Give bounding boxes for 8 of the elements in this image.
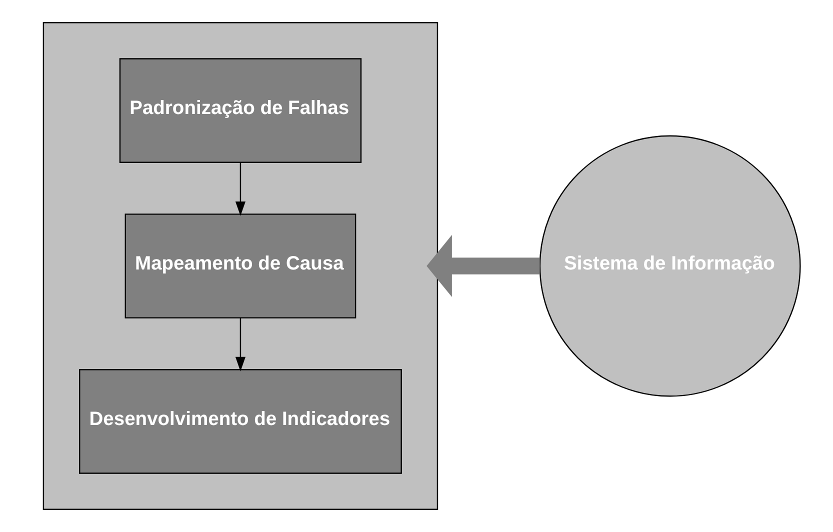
- node-box: Padronização de Falhas: [118, 58, 362, 163]
- arrow: [234, 318, 246, 372]
- arrow: [234, 162, 246, 216]
- node-circle: Sistema de Informação: [538, 135, 800, 397]
- cluster: [42, 22, 438, 510]
- node-box: Mapeamento de Causa: [124, 214, 356, 318]
- node-box: Desenvolvimento de Indicadores: [78, 369, 402, 474]
- arrow: [426, 234, 540, 298]
